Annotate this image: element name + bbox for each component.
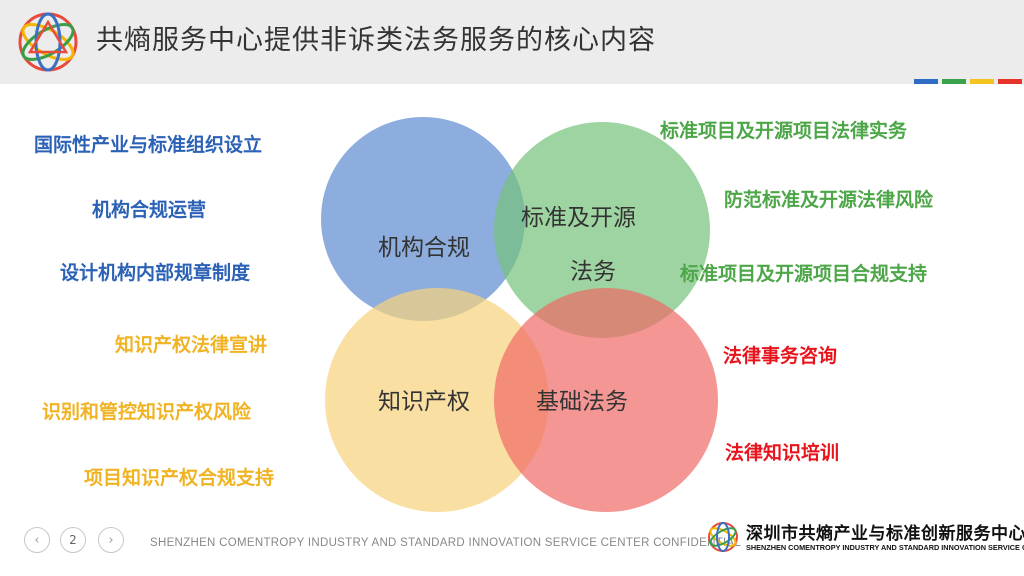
circle-label-standards-line2: 法务 <box>570 259 616 285</box>
list-item: 法律事务咨询 <box>723 345 838 367</box>
accent-bar-red <box>998 79 1022 84</box>
accent-bar-blue <box>914 79 938 84</box>
list-item: 识别和管控知识产权风险 <box>42 401 252 423</box>
list-item: 项目知识产权合规支持 <box>84 467 275 489</box>
list-item: 标准项目及开源项目合规支持 <box>680 263 928 285</box>
venn-circle-ip <box>325 288 549 512</box>
list-item: 法律知识培训 <box>725 442 840 464</box>
circle-label-basic-legal: 基础法务 <box>536 389 628 415</box>
accent-bar-yellow <box>970 79 994 84</box>
venn-circle-standards <box>494 122 710 338</box>
list-item: 防范标准及开源法律风险 <box>724 189 934 211</box>
prev-page-button[interactable]: ‹ <box>24 527 50 553</box>
list-item: 国际性产业与标准组织设立 <box>34 134 263 156</box>
list-item: 机构合规运营 <box>92 199 207 221</box>
circle-label-ip: 知识产权 <box>378 389 470 415</box>
org-name-en: SHENZHEN COMENTROPY INDUSTRY AND STANDAR… <box>746 543 1024 552</box>
list-item: 设计机构内部规章制度 <box>60 262 251 284</box>
circle-label-institution: 机构合规 <box>378 235 470 261</box>
venn-circle-basic-legal <box>494 288 718 512</box>
venn-circle-institution <box>321 117 525 321</box>
next-page-button[interactable]: › <box>98 527 124 553</box>
page-title: 共熵服务中心提供非诉类法务服务的核心内容 <box>96 25 656 56</box>
header-bar: 共熵服务中心提供非诉类法务服务的核心内容 <box>0 0 1024 84</box>
accent-bar-green <box>942 79 966 84</box>
page-number: 2 <box>60 527 86 553</box>
list-item: 知识产权法律宣讲 <box>115 334 268 356</box>
footer-logo-icon <box>708 522 738 552</box>
list-item: 标准项目及开源项目法律实务 <box>660 120 908 142</box>
confidential-notice: SHENZHEN COMENTROPY INDUSTRY AND STANDAR… <box>150 537 742 549</box>
venn-diagram <box>321 117 718 512</box>
circle-label-standards-line1: 标准及开源 <box>521 205 636 231</box>
logo-icon <box>18 12 78 72</box>
chevron-right-icon: › <box>108 532 114 548</box>
chevron-left-icon: ‹ <box>34 532 40 548</box>
org-name-cn: 深圳市共熵产业与标准创新服务中心 <box>746 524 1024 544</box>
